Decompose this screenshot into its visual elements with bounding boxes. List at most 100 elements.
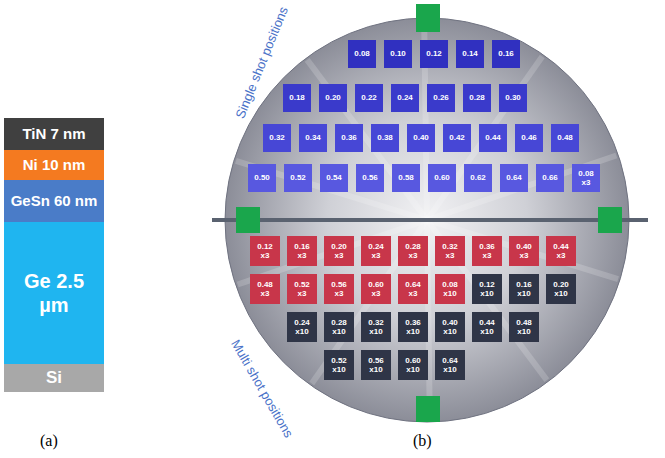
shot-value: 0.08 x10 [439, 280, 461, 298]
wafer-axis-bar [212, 218, 648, 222]
shot-value: 0.10 [390, 49, 406, 58]
shot-value: 0.54 [326, 173, 342, 182]
shot-value: 0.32 x3 [439, 242, 461, 260]
layer-label: TiN 7 nm [22, 125, 85, 143]
shot-value: 0.56 x3 [328, 280, 350, 298]
shot-value: 0.32 x10 [365, 318, 387, 336]
multi-shot-box: 0.28 x10 [324, 312, 354, 342]
marker-square [416, 4, 440, 32]
layer-box: TiN 7 nm [4, 118, 104, 150]
single-shot-box: 0.52 [284, 164, 312, 192]
shot-value: 0.24 x10 [291, 318, 313, 336]
shot-value: 0.64 [506, 173, 522, 182]
single-shot-box: 0.34 [299, 124, 327, 152]
single-shot-box: 0.38 [371, 124, 399, 152]
single-shot-box: 0.24 [391, 84, 419, 112]
single-shot-box: 0.42 [443, 124, 471, 152]
shot-value: 0.28 [469, 93, 485, 102]
layer-label: Ge 2.5 µm [18, 269, 90, 317]
single-shot-box: 0.18 [283, 84, 311, 112]
multi-shot-box: 0.12 x10 [472, 274, 502, 304]
shot-value: 0.52 x10 [328, 356, 350, 374]
shot-value: 0.12 x10 [476, 280, 498, 298]
single-shot-box: 0.50 [248, 164, 276, 192]
multi-shot-box: 0.48 x3 [250, 274, 280, 304]
multi-shot-box: 0.48 x10 [509, 312, 539, 342]
multi-shot-box: 0.56 x10 [361, 350, 391, 380]
shot-value: 0.48 [557, 133, 573, 142]
single-shot-box: 0.22 [355, 84, 383, 112]
shot-value: 0.64 x10 [439, 356, 461, 374]
panel-label: (b) [413, 432, 432, 450]
multi-shot-box: 0.60 x10 [398, 350, 428, 380]
shot-value: 0.28 x10 [328, 318, 350, 336]
shot-value: 0.52 x3 [291, 280, 313, 298]
shot-value: 0.60 x3 [365, 280, 387, 298]
single-shot-box: 0.56 [356, 164, 384, 192]
shot-value: 0.16 x10 [513, 280, 535, 298]
single-shot-box: 0.12 [420, 40, 448, 68]
shot-value: 0.16 [498, 49, 514, 58]
multi-shot-box: 0.52 x3 [287, 274, 317, 304]
shot-value: 0.08 [354, 49, 370, 58]
shot-value: 0.44 [485, 133, 501, 142]
shot-value: 0.16 x3 [291, 242, 313, 260]
shot-value: 0.66 [542, 173, 558, 182]
shot-value: 0.14 [462, 49, 478, 58]
layer-box: Ge 2.5 µm [4, 222, 104, 364]
single-shot-box: 0.26 [427, 84, 455, 112]
single-shot-box: 0.64 [500, 164, 528, 192]
shot-value: 0.30 [505, 93, 521, 102]
shot-value: 0.56 [362, 173, 378, 182]
single-shot-box: 0.66 [536, 164, 564, 192]
wafer-sheen-line [427, 57, 542, 220]
shot-value: 0.20 [325, 93, 341, 102]
multi-shot-box: 0.12 x3 [250, 236, 280, 266]
shot-value: 0.12 x3 [254, 242, 276, 260]
single-shot-box: 0.08 x3 [572, 164, 600, 192]
shot-value: 0.60 x10 [402, 356, 424, 374]
multi-shot-box: 0.32 x3 [435, 236, 465, 266]
wafer-sheen-line [236, 161, 427, 220]
shot-value: 0.40 [413, 133, 429, 142]
multi-shot-box: 0.40 x3 [509, 236, 539, 266]
shot-value: 0.56 x10 [365, 356, 387, 374]
multi-shot-box: 0.56 x3 [324, 274, 354, 304]
layer-box: GeSn 60 nm [4, 180, 104, 222]
shot-value: 0.36 x10 [402, 318, 424, 336]
shot-value: 0.58 [398, 173, 414, 182]
shot-value: 0.08 x3 [573, 169, 599, 187]
multi-shot-box: 0.60 x3 [361, 274, 391, 304]
panel-label: (a) [40, 432, 58, 450]
single-shot-box: 0.46 [515, 124, 543, 152]
shot-value: 0.28 x3 [402, 242, 424, 260]
shot-value: 0.20 x10 [550, 280, 572, 298]
single-shot-box: 0.36 [335, 124, 363, 152]
shot-value: 0.26 [433, 93, 449, 102]
shot-value: 0.24 [397, 93, 413, 102]
shot-value: 0.44 x3 [550, 242, 572, 260]
layer-label: Si [46, 368, 62, 388]
shot-value: 0.40 x10 [439, 318, 461, 336]
multi-shot-box: 0.40 x10 [435, 312, 465, 342]
layer-label: GeSn 60 nm [11, 192, 98, 210]
shot-value: 0.32 [269, 133, 285, 142]
layer-label: Ni 10 nm [23, 156, 86, 174]
multi-shot-box: 0.36 x3 [472, 236, 502, 266]
multi-shot-box: 0.20 x3 [324, 236, 354, 266]
single-shot-box: 0.40 [407, 124, 435, 152]
multi-shot-box: 0.64 x10 [435, 350, 465, 380]
wafer-sheen-line [312, 220, 427, 383]
multi-shot-box: 0.28 x3 [398, 236, 428, 266]
marker-square [416, 396, 440, 422]
shot-value: 0.50 [254, 173, 270, 182]
multi-shot-box: 0.20 x10 [546, 274, 576, 304]
shot-value: 0.48 x10 [513, 318, 535, 336]
shot-value: 0.12 [426, 49, 442, 58]
shot-value: 0.34 [305, 133, 321, 142]
shot-value: 0.36 x3 [476, 242, 498, 260]
layer-box: Si [4, 364, 104, 392]
single-shot-box: 0.20 [319, 84, 347, 112]
layer-box: Ni 10 nm [4, 150, 104, 180]
